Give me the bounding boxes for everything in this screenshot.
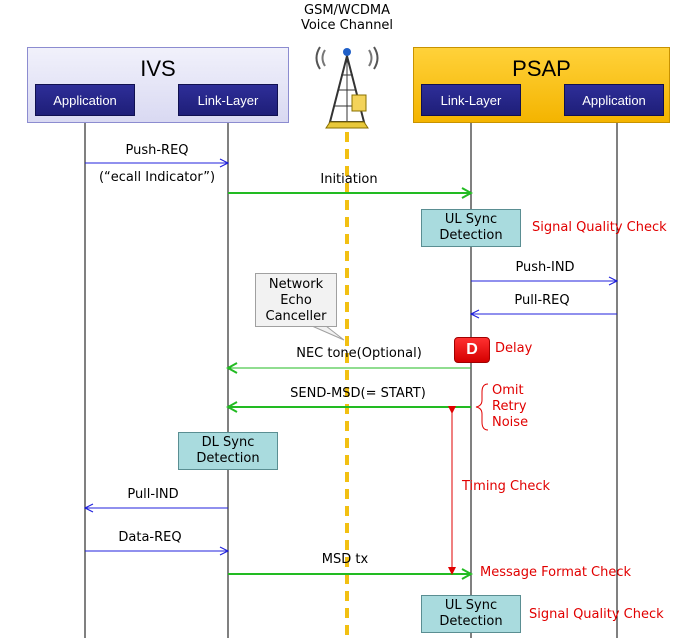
signal-quality-check-1: Signal Quality Check [532,220,667,235]
dl-sync-line1: DL Sync [201,435,255,450]
label-initiation: Initiation [320,172,378,187]
label-send-msd: SEND-MSD(= START) [290,386,426,401]
psap-title: PSAP [512,56,571,81]
omit-label: Omit [492,383,524,398]
ul-sync-2-line2: Detection [439,614,503,629]
ivs-link-layer: Link-Layer [178,84,278,116]
ul-sync-detection-box-2: UL Sync Detection [421,595,521,633]
error-brace [475,383,489,431]
channel-label-line2: Voice Channel [300,18,394,33]
label-push-req-note: (“ecall Indicator”) [98,170,216,185]
callout-line3: Canceller [265,309,327,324]
label-push-req: Push-REQ [125,143,189,158]
dl-sync-detection-box: DL Sync Detection [178,432,278,470]
radio-tower-icon [315,46,379,129]
label-pull-ind: Pull-IND [127,487,179,502]
channel-label-line1: GSM/WCDMA [304,3,390,18]
message-format-check-label: Message Format Check [480,565,632,580]
psap-link-layer: Link-Layer [421,84,521,116]
noise-label: Noise [492,415,529,430]
label-nec-tone: NEC tone(Optional) [296,346,422,361]
callout-line1: Network [268,277,324,292]
callout-tail [311,325,345,341]
network-echo-canceller-callout: Network Echo Canceller [255,273,337,327]
ul-sync-2-line1: UL Sync [444,598,498,613]
ivs-title: IVS [140,56,176,81]
callout-line2: Echo [280,293,312,308]
label-data-req: Data-REQ [118,530,182,545]
ul-sync-detection-box-1: UL Sync Detection [421,209,521,247]
signal-quality-check-2: Signal Quality Check [529,607,664,622]
ul-sync-1-line2: Detection [439,228,503,243]
ivs-application: Application [35,84,135,116]
delay-badge: D [454,337,490,363]
retry-label: Retry [492,399,527,414]
label-pull-req: Pull-REQ [514,293,570,308]
dl-sync-line2: Detection [196,451,260,466]
label-msd-tx: MSD tx [321,552,369,567]
delay-label: Delay [495,341,533,356]
timing-check-label: Timing Check [462,479,551,494]
ul-sync-1-line1: UL Sync [444,212,498,227]
psap-application: Application [564,84,664,116]
label-push-ind: Push-IND [515,260,575,275]
